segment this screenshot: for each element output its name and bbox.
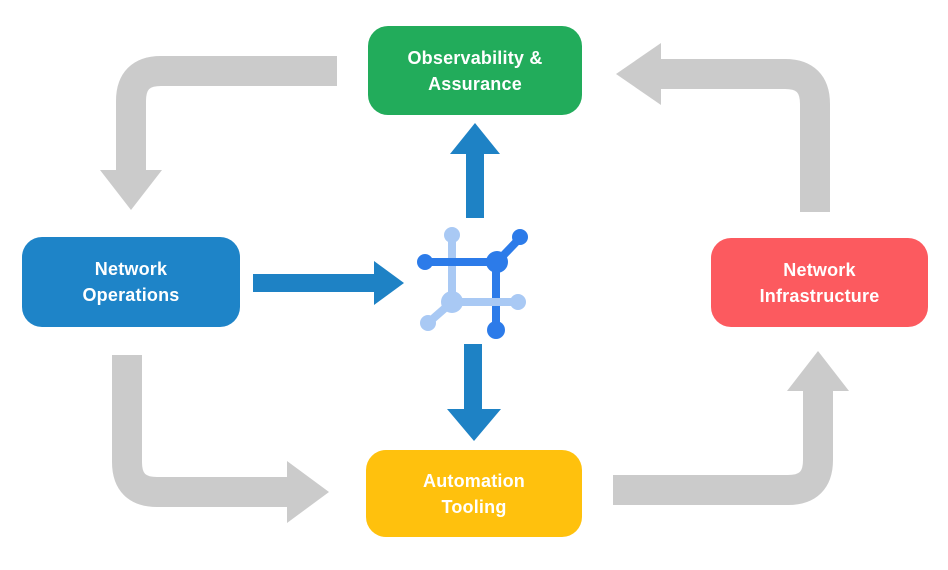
icon-node-bottomleft [420,315,436,331]
arrow-infrastructure-to-observability [616,43,830,212]
arrow-shaft [661,59,830,212]
node-label-line: Tooling [441,496,507,517]
network-mesh-icon [417,227,528,339]
network-infrastructure-node: Network Infrastructure [711,238,928,327]
arrow-automation-to-infrastructure [613,351,849,505]
node-label-line: Network [783,259,856,280]
arrow-icon-to-automation [447,344,501,441]
icon-node-right [510,294,526,310]
node-label-line: Automation [423,470,525,491]
icon-node-topright [512,229,528,245]
arrow-shaft [466,152,484,218]
node-label-line: Assurance [428,73,522,94]
network-operations-node: Network Operations [22,237,240,327]
icon-node-top [444,227,460,243]
node-label-line: Network [94,259,168,279]
arrow-shaft [464,344,482,410]
arrow-icon-to-observability [450,123,500,218]
node-label-line: Infrastructure [759,285,880,306]
arrow-head-right-icon [287,461,329,523]
arrow-head-up-icon [450,123,500,154]
automation-tooling-node: Automation Tooling [366,450,582,537]
arrow-head-up-icon [787,351,849,391]
arrow-head-down-icon [447,409,501,441]
arrow-head-left-icon [616,43,661,105]
arrow-shaft [112,355,287,507]
icon-node-bottom [487,321,505,339]
arrow-operations-to-icon [253,261,404,305]
arrow-shaft [253,274,375,292]
icon-hub-topright [486,251,508,273]
arrow-shaft [613,391,833,505]
arrow-head-right-icon [374,261,404,305]
arrow-head-down-icon [100,170,162,210]
arrow-shaft [116,56,337,171]
node-label-line: Operations [82,285,180,305]
observability-assurance-node: Observability & Assurance [368,26,582,115]
arrow-operations-to-automation [112,355,329,523]
arrow-observability-to-operations [100,56,337,210]
icon-hub-bottomleft [441,291,463,313]
icon-node-left [417,254,433,270]
node-label-line: Observability & [407,47,543,68]
